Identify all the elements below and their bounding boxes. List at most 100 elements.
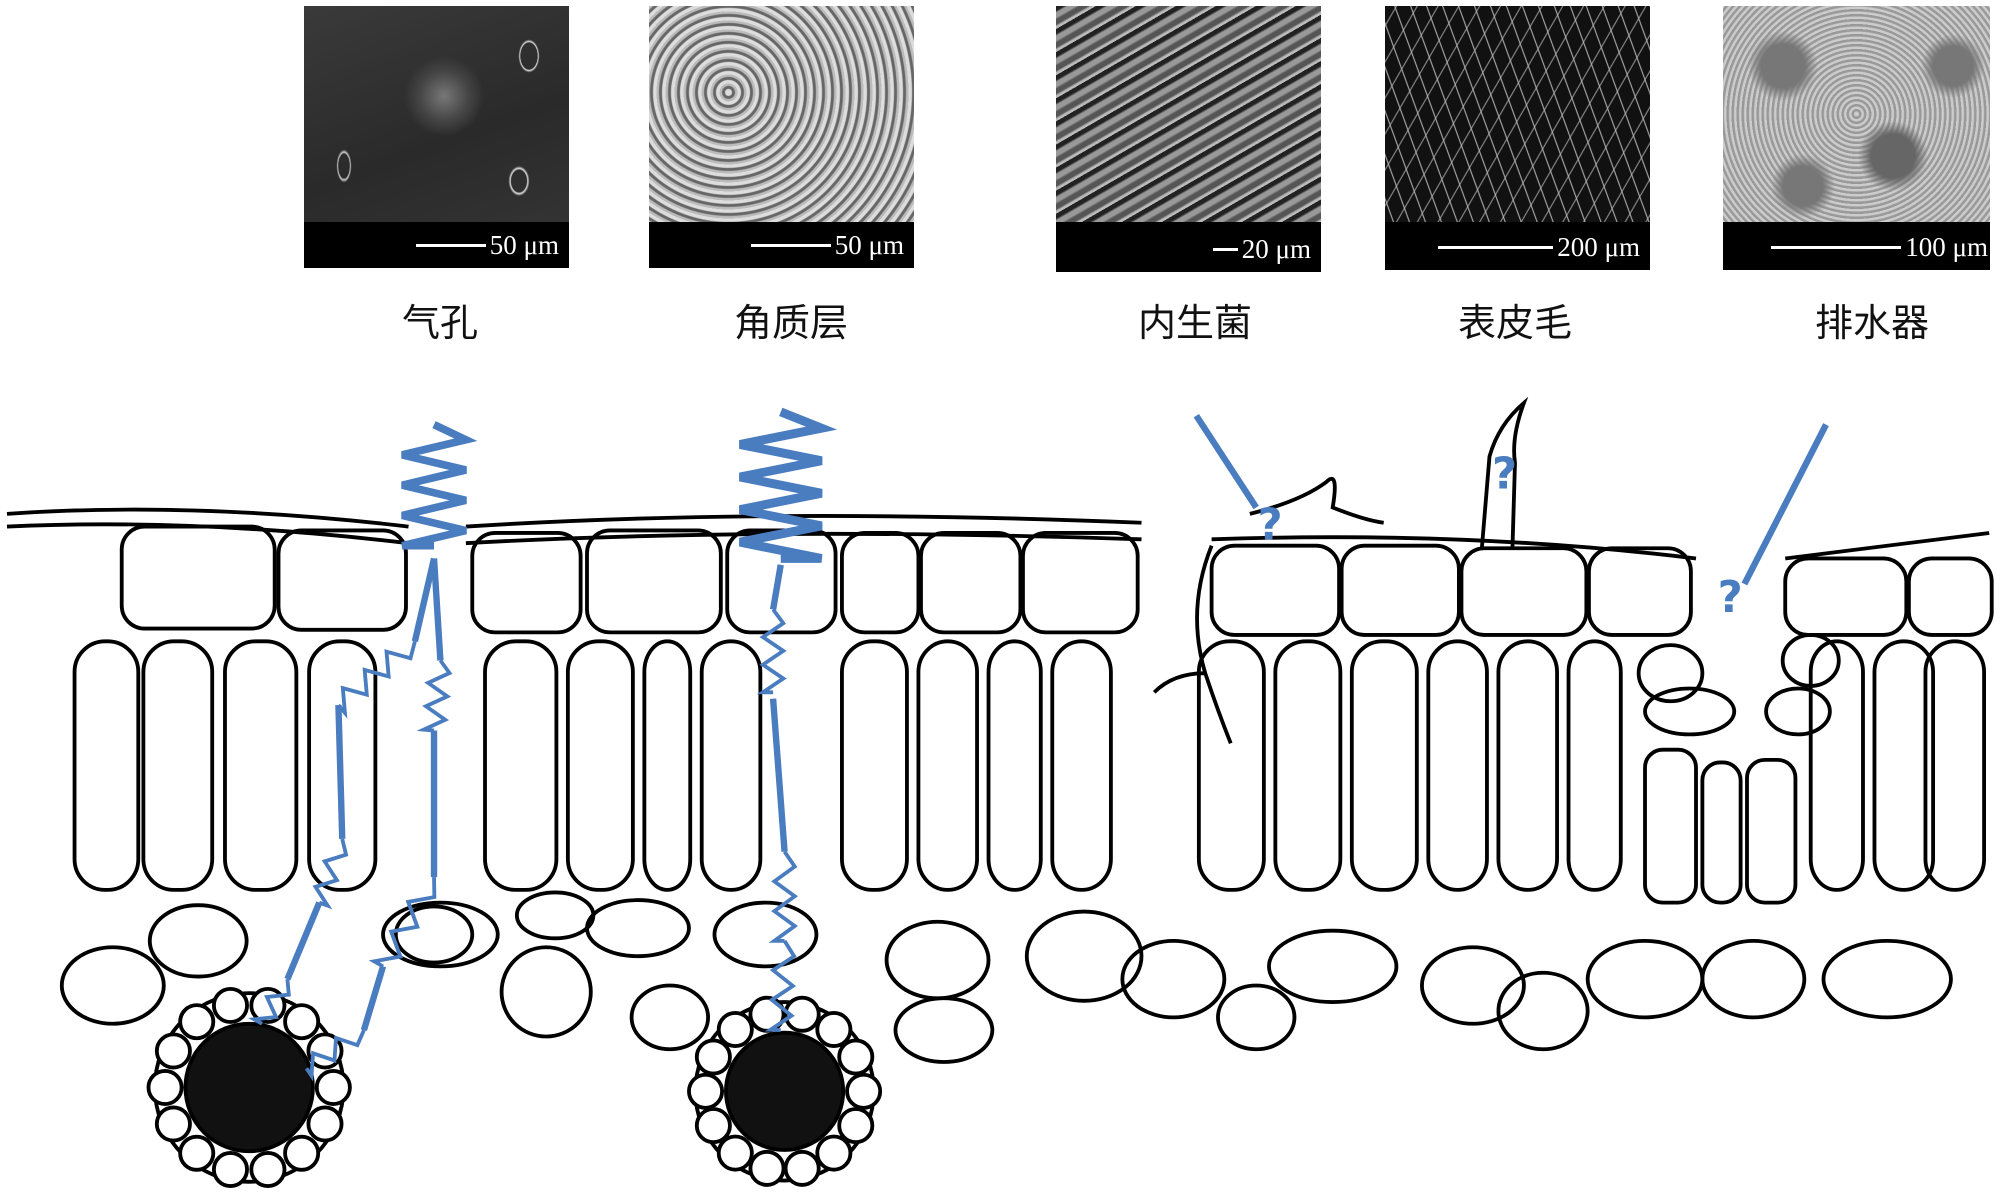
bundle-sheath-cell xyxy=(783,1149,821,1187)
bundle-sheath-cell xyxy=(154,1105,192,1143)
bundle-sheath-cell xyxy=(146,1068,184,1106)
bundle-sheath-cell xyxy=(837,1038,875,1076)
palisade-cell xyxy=(1273,639,1343,892)
palisade-cell xyxy=(1050,639,1113,892)
spongy-cell xyxy=(1585,938,1705,1020)
micrograph xyxy=(304,6,569,222)
scale-bar: 50 μm xyxy=(649,222,914,268)
epidermis-cell xyxy=(1339,543,1461,637)
pathway-zigzag xyxy=(416,659,453,733)
pathway-zigzag xyxy=(756,608,787,695)
sem-image-trichome: 200 μm xyxy=(1385,6,1650,270)
pathway-zigzag xyxy=(248,978,291,1026)
bundle-sheath-cell xyxy=(783,995,821,1033)
spongy-cell xyxy=(1496,970,1590,1052)
palisade-cell xyxy=(1745,757,1798,905)
palisade-cell xyxy=(916,639,979,892)
endophyte-pathway xyxy=(1193,413,1259,510)
spongy-cell xyxy=(1636,643,1705,704)
spongy-cell xyxy=(1780,633,1841,688)
epidermis-cell xyxy=(840,531,921,635)
pathway-zigzag xyxy=(368,877,437,969)
micrograph xyxy=(1723,6,1990,222)
spongy-cell xyxy=(1267,928,1399,1004)
spongy-cell xyxy=(514,890,596,941)
bundle-sheath-cell xyxy=(154,1032,192,1070)
bundle-sheath-cell xyxy=(837,1107,875,1145)
scale-bar-text: 200 μm xyxy=(1557,231,1640,262)
pathway-zigzag xyxy=(764,939,797,1033)
micrograph xyxy=(649,6,914,222)
label-cuticle: 角质层 xyxy=(733,301,849,345)
cuticular-pathway-zigzag xyxy=(739,407,838,563)
stomatal-pathway-zigzag xyxy=(401,421,478,550)
epidermis-cell xyxy=(1459,546,1589,637)
palisade-cell xyxy=(1426,639,1489,892)
palisade-cell xyxy=(307,639,378,892)
undefined xyxy=(360,965,387,1032)
epidermis-cell xyxy=(1021,531,1140,635)
epidermis-cell xyxy=(1906,556,1994,637)
palisade-cell xyxy=(1643,747,1698,905)
spongy-cell xyxy=(1821,938,1953,1020)
vascular-tissue xyxy=(183,1021,315,1154)
palisade-cell xyxy=(72,639,141,892)
leaf-cells xyxy=(6,396,1994,1188)
spongy-cell xyxy=(1216,983,1297,1052)
bundle-sheath-cell xyxy=(694,1038,732,1076)
palisade-cell xyxy=(699,639,763,892)
palisade-cell xyxy=(223,639,299,892)
trichome xyxy=(1479,396,1529,549)
epidermis-cell xyxy=(585,528,723,635)
bundle-sheath-cell xyxy=(716,1011,754,1048)
palisade-cell xyxy=(1872,639,1936,892)
label-endophyte: 内生菌 xyxy=(1137,301,1253,345)
bundle-sheath-cell xyxy=(748,1149,786,1187)
micrograph xyxy=(1056,6,1321,222)
palisade-cell xyxy=(141,639,215,892)
palisade-cell xyxy=(483,639,559,892)
label-trichome: 表皮毛 xyxy=(1457,301,1573,345)
palisade-cell xyxy=(642,639,693,892)
spongy-cell xyxy=(585,898,691,959)
cuticle-line xyxy=(1211,531,1990,561)
leaf-cross-section-diagram: ? ? ? xyxy=(6,396,1994,1188)
spongy-cell xyxy=(1764,686,1832,737)
scale-bar-text: 50 μm xyxy=(489,229,559,260)
undefined xyxy=(769,564,784,610)
bundle-sheath-cell xyxy=(716,1134,754,1172)
sem-image-cuticle: 50 μm xyxy=(649,6,914,268)
palisade-cell xyxy=(1923,639,1986,892)
question-mark-trichome: ? xyxy=(1492,449,1517,499)
undefined xyxy=(284,901,323,981)
palisade-cell xyxy=(1808,639,1865,892)
bundle-sheath-cell xyxy=(687,1072,725,1110)
undefined xyxy=(430,558,444,661)
bundle-sheath-cell xyxy=(211,986,249,1024)
bundle-sheath-cell xyxy=(845,1072,883,1110)
scale-bar: 200 μm xyxy=(1385,224,1650,270)
spongy-cell xyxy=(381,900,500,969)
scale-bar: 100 μm xyxy=(1723,224,1990,270)
pathway-zigzag xyxy=(768,850,799,943)
scale-bar-text: 50 μm xyxy=(834,229,904,260)
sem-image-stomata: 50 μm xyxy=(304,6,569,268)
sem-image-hydathode: 100 μm xyxy=(1723,6,1990,270)
bundle-sheath-cell xyxy=(815,1134,853,1172)
undefined xyxy=(769,698,788,852)
question-mark-hydathode: ? xyxy=(1718,573,1743,623)
micrograph xyxy=(1385,6,1650,222)
palisade-cell xyxy=(986,639,1043,892)
bundle-sheath-cell xyxy=(283,1003,321,1041)
bundle-sheath-cell xyxy=(815,1011,853,1048)
epidermis-cell xyxy=(470,531,583,635)
pathway-zigzag xyxy=(304,1029,366,1082)
bundle-sheath-cell xyxy=(694,1107,732,1145)
spongy-cell xyxy=(59,945,166,1026)
label-stomata: 气孔 xyxy=(401,301,479,345)
label-hydathode: 排水器 xyxy=(1814,301,1930,345)
spongy-cell xyxy=(1700,938,1807,1020)
palisade-cell xyxy=(840,639,909,892)
pathway-zigzag xyxy=(336,640,417,719)
epidermis-cell xyxy=(1587,546,1693,637)
